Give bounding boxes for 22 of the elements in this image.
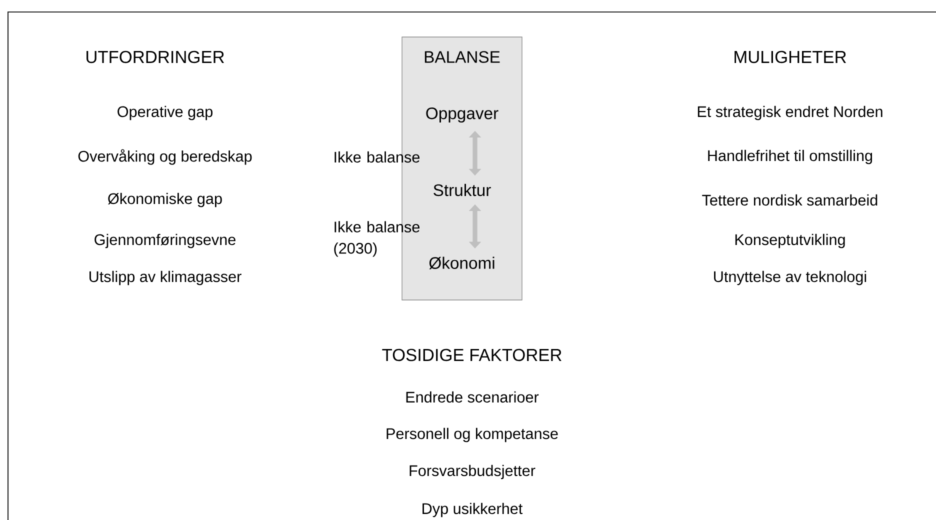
list-item: Utslipp av klimagasser <box>90 270 242 286</box>
list-item: Tettere nordisk samarbeid <box>702 194 878 206</box>
list-item: Forsvarsbudsjetter <box>410 464 536 480</box>
heading: MULIGHETER <box>734 50 846 64</box>
list-item: Dyp usikkerhet <box>422 502 523 518</box>
list-item: Handlefrihet til omstilling <box>708 150 872 164</box>
edge-label: Ikke balanse <box>334 151 420 163</box>
list-item: Overvåking og beredskap <box>78 149 252 165</box>
list-item: Gjennomføringsevne <box>94 234 236 248</box>
item-text: Struktur <box>434 184 491 196</box>
edge-label: Ikke balanse (2030) <box>334 221 420 257</box>
list-item: Operative gap <box>118 106 212 120</box>
list-item: Personell og kompetanse <box>386 428 558 442</box>
list-item: Endrede scenarioer <box>406 391 539 403</box>
list-item: Økonomiske gap <box>108 192 222 208</box>
list-item: Utnyttelse av teknologi <box>714 270 866 286</box>
item-text: Oppgaver <box>426 107 498 123</box>
list-item: Et strategisk endret Norden <box>698 106 882 120</box>
list-item: Konseptutvikling <box>735 234 845 248</box>
item-text: Økonomi <box>429 256 494 270</box>
heading: UTFORDRINGER <box>86 50 224 64</box>
heading: TOSIDIGE FAKTORER <box>382 348 562 362</box>
